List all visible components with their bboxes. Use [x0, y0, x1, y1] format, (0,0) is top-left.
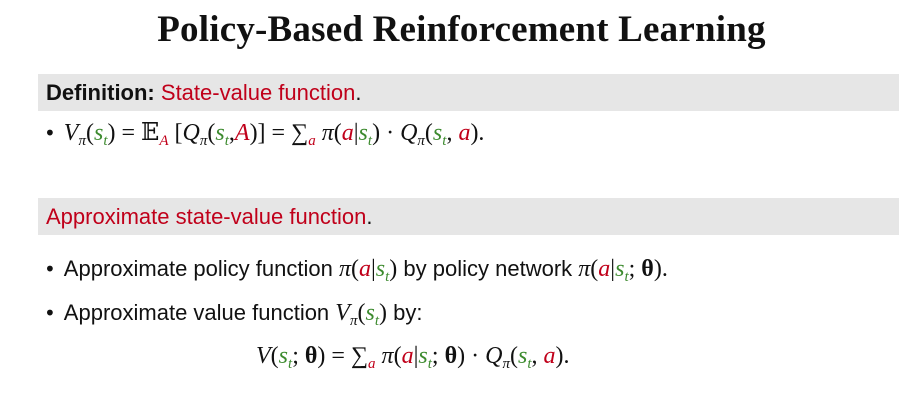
bullet-icon: • — [44, 257, 56, 281]
bullet-policy-network: • Approximate policy function π(a|st) by … — [44, 256, 668, 285]
approx-band: Approximate state-value function. — [38, 198, 899, 235]
bullet-value-text2: by: — [387, 300, 423, 325]
policy-network-math: π(a|st; θ). — [578, 256, 668, 285]
definition-period: . — [355, 80, 362, 105]
bullet-policy-text2: by policy network — [397, 256, 579, 281]
bullet-policy-text1: Approximate policy function — [63, 256, 339, 281]
bullet-icon: • — [44, 301, 56, 325]
equation-state-value: • Vπ(st) = 𝔼A [Qπ(st,A)] = ∑a π(a|st) · Q… — [44, 118, 485, 149]
equation-approx-value: V(st; θ) = ∑a π(a|st; θ) · Qπ(st, a). — [256, 343, 570, 372]
definition-band: Definition: State-value function. — [38, 74, 899, 111]
page-title: Policy-Based Reinforcement Learning — [157, 9, 766, 50]
definition-label: Definition: — [46, 80, 155, 105]
approx-period: . — [366, 204, 373, 229]
eq-approx-math: V(st; θ) = ∑a π(a|st; θ) · Qπ(st, a). — [256, 343, 570, 372]
definition-term: State-value function — [160, 80, 356, 105]
bullet-icon: • — [44, 121, 56, 145]
eq1-math: Vπ(st) = 𝔼A [Qπ(st,A)] = ∑a π(a|st) · Qπ… — [63, 120, 485, 149]
bullet-value-function: • Approximate value function Vπ(st) by: — [44, 300, 423, 329]
approx-heading: Approximate state-value function — [46, 204, 367, 229]
value-math: Vπ(st) — [335, 300, 387, 329]
policy-math: π(a|st) — [338, 256, 398, 285]
bullet-value-text1: Approximate value function — [63, 300, 336, 325]
